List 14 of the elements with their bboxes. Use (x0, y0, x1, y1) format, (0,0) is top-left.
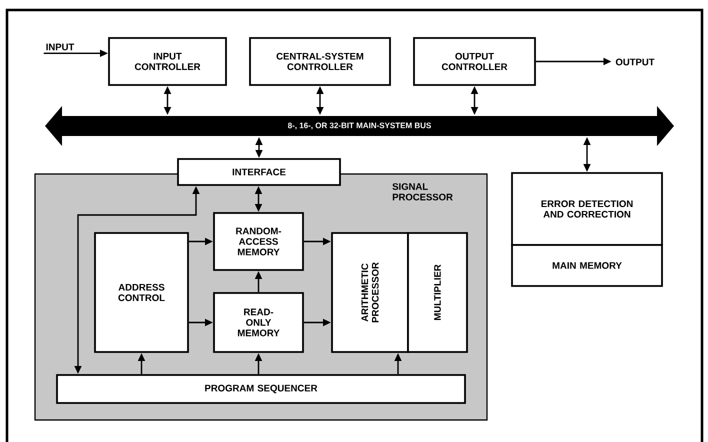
block-box: INTERFACE (177, 158, 341, 186)
signal-label: OUTPUT (616, 58, 654, 66)
block-box: READ-ONLY MEMORY (213, 292, 304, 353)
block-box: OUTPUT CONTROLLER (413, 37, 536, 86)
block-box: CENTRAL-SYSTEM CONTROLLER (249, 37, 391, 86)
block-box: PROGRAM SEQUENCER (56, 374, 466, 404)
block-box: MAIN MEMORY (511, 244, 663, 287)
block-box: ERROR DETECTION AND CORRECTION (511, 172, 663, 246)
block-box: ARITHMETIC PROCESSOR (331, 232, 409, 353)
block-box: INPUT CONTROLLER (108, 37, 227, 86)
block-box: RANDOM-ACCESS MEMORY (213, 212, 304, 271)
block-box: MULTIPLIER (407, 232, 468, 353)
block-box: ADDRESS CONTROL (94, 232, 189, 353)
signal-label: INPUT (46, 44, 74, 50)
